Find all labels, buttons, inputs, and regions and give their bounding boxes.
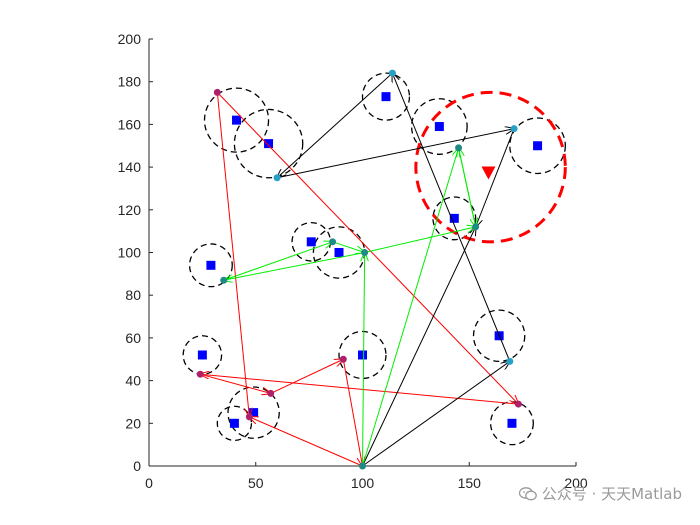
y-tick-label: 180 [118,74,142,90]
watermark: 公众号 · 天天Matlab [518,483,682,504]
sensor-square [449,213,459,223]
x-tick-label: 0 [145,475,153,491]
path-edge-black [362,361,510,467]
path-edge-green [364,227,476,253]
path-edge-black [277,72,393,178]
y-tick-label: 0 [133,458,141,474]
route-node [359,462,366,470]
route-node [213,88,221,96]
sensor-square [434,122,444,132]
path-edge-red [216,92,249,417]
y-tick-label: 40 [125,373,141,389]
x-tick-label: 100 [351,475,375,491]
route-node [329,238,337,246]
coverage-circle [233,108,304,179]
highlight-region-circle [414,90,567,244]
sensor-square [334,248,344,257]
coverage-circle [338,330,387,380]
y-tick-label: 160 [118,116,142,132]
sensor-square [232,115,242,125]
path-edge-black [392,73,511,362]
path-edge-green [332,241,365,253]
path-edge-red [200,373,270,393]
route-node [455,144,463,152]
wechat-icon [518,487,537,501]
path-edge-black [276,129,514,179]
path-edge-red [342,359,362,466]
path-edge-black [362,227,476,467]
route-node [361,249,369,256]
path-edge-green [458,147,476,227]
path-edge-black [476,128,515,227]
path-edge-green [223,242,333,281]
sensor-square [206,260,216,270]
sensor-square [249,408,259,418]
route-node [196,370,204,378]
route-node [388,69,396,77]
plot-area: 0 50 100 150 200 0 20 40 60 80 100 120 140 160 180 200 [118,31,588,491]
sensor-square [533,141,543,151]
route-node [514,400,522,408]
coverage-circle [410,98,468,155]
path-edge-green [363,253,365,467]
path-edge-red [200,374,519,405]
y-tick-label: 140 [118,159,142,175]
coverage-circle [188,243,233,288]
y-tick-label: 20 [125,415,141,431]
y-tick-label: 80 [125,287,141,303]
route-node [510,125,518,133]
coverage-circle [472,309,526,363]
route-node [220,276,228,284]
sensor-square [306,237,316,247]
sensor-square [229,418,239,428]
path-edge-green [224,252,365,281]
y-tick-label: 60 [125,330,141,346]
y-tick-label: 200 [118,31,142,47]
coverage-circle [489,401,534,446]
sensor-square [381,92,391,102]
path-edge-red [270,359,344,394]
route-node [472,223,480,231]
x-tick-label: 150 [458,475,482,491]
sensor-square [507,418,517,428]
watermark-text: 公众号 · 天天Matlab [541,485,682,503]
y-tick-label: 120 [118,202,142,218]
sensor-square [358,350,367,360]
coverage-circle [203,87,270,153]
route-node [245,413,253,421]
coverage-circle [509,117,566,175]
sensor-square [264,139,274,149]
coverage-circle [361,72,411,121]
path-edge-red [249,417,363,467]
coverage-circle [227,386,280,439]
coverage-circle [182,335,223,375]
sensor-square [197,350,207,360]
path-edge-green [362,148,459,467]
route-node [273,174,281,182]
y-tick-label: 100 [118,245,142,261]
route-node [506,357,514,365]
route-node [339,355,347,363]
target-triangle [481,166,496,180]
route-node [267,389,275,397]
x-tick-label: 200 [564,475,588,491]
x-tick-label: 50 [248,475,264,491]
path-edge-red [216,92,518,404]
